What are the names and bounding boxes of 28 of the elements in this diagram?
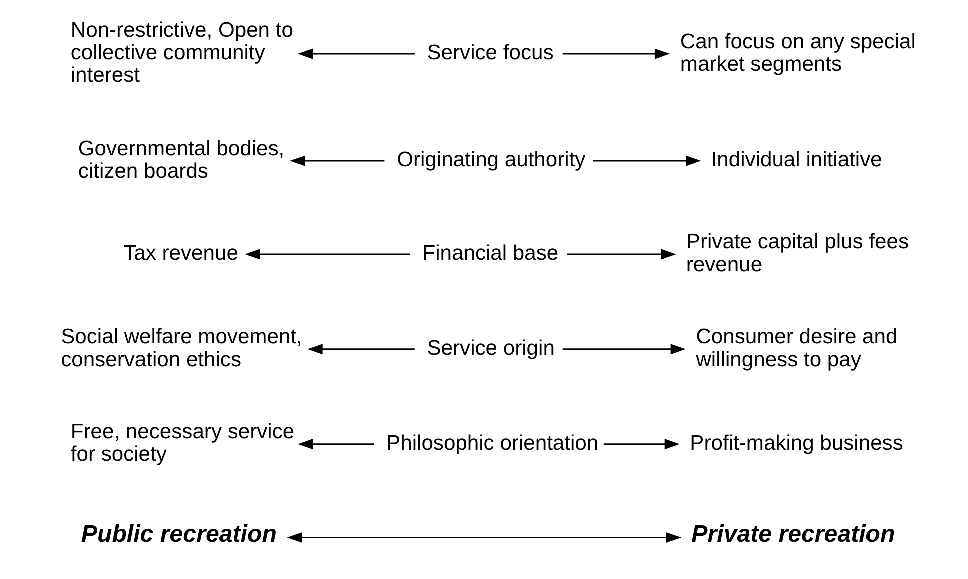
arrow xyxy=(286,532,682,544)
arrow xyxy=(562,344,686,355)
node-text: Can focus on any special market segments xyxy=(680,30,916,76)
arrow xyxy=(603,439,680,450)
node-text: Private recreation xyxy=(691,520,895,548)
arrow xyxy=(562,48,670,60)
arrow xyxy=(567,249,676,260)
node-text: Originating authority xyxy=(396,148,586,172)
node-text: Social welfare movement, conservation ethics xyxy=(60,326,302,372)
node-text: Free, necessary service for society xyxy=(70,420,294,466)
arrow xyxy=(298,48,414,60)
node-text: Financial base xyxy=(422,242,558,266)
node-text: Non-restrictive, Open to collective community interest xyxy=(70,19,293,88)
node-text: Tax revenue xyxy=(123,242,238,266)
arrow xyxy=(244,249,410,260)
arrow xyxy=(298,439,374,450)
node-text: Philosophic orientation xyxy=(386,432,598,455)
arrow xyxy=(592,156,701,166)
node-text: Service focus xyxy=(426,42,554,65)
node-text: Governmental bodies, citizen boards xyxy=(78,137,284,183)
node-text: Consumer desire and willingness to pay xyxy=(696,326,898,372)
arrow xyxy=(290,156,384,166)
arrow xyxy=(307,344,414,355)
node-text: Individual initiative xyxy=(710,148,882,172)
node-text: Public recreation xyxy=(80,520,276,548)
node-text: Service origin xyxy=(426,336,554,360)
node-text: Private capital plus fees revenue xyxy=(686,230,909,276)
node-text: Profit-making business xyxy=(690,432,903,455)
